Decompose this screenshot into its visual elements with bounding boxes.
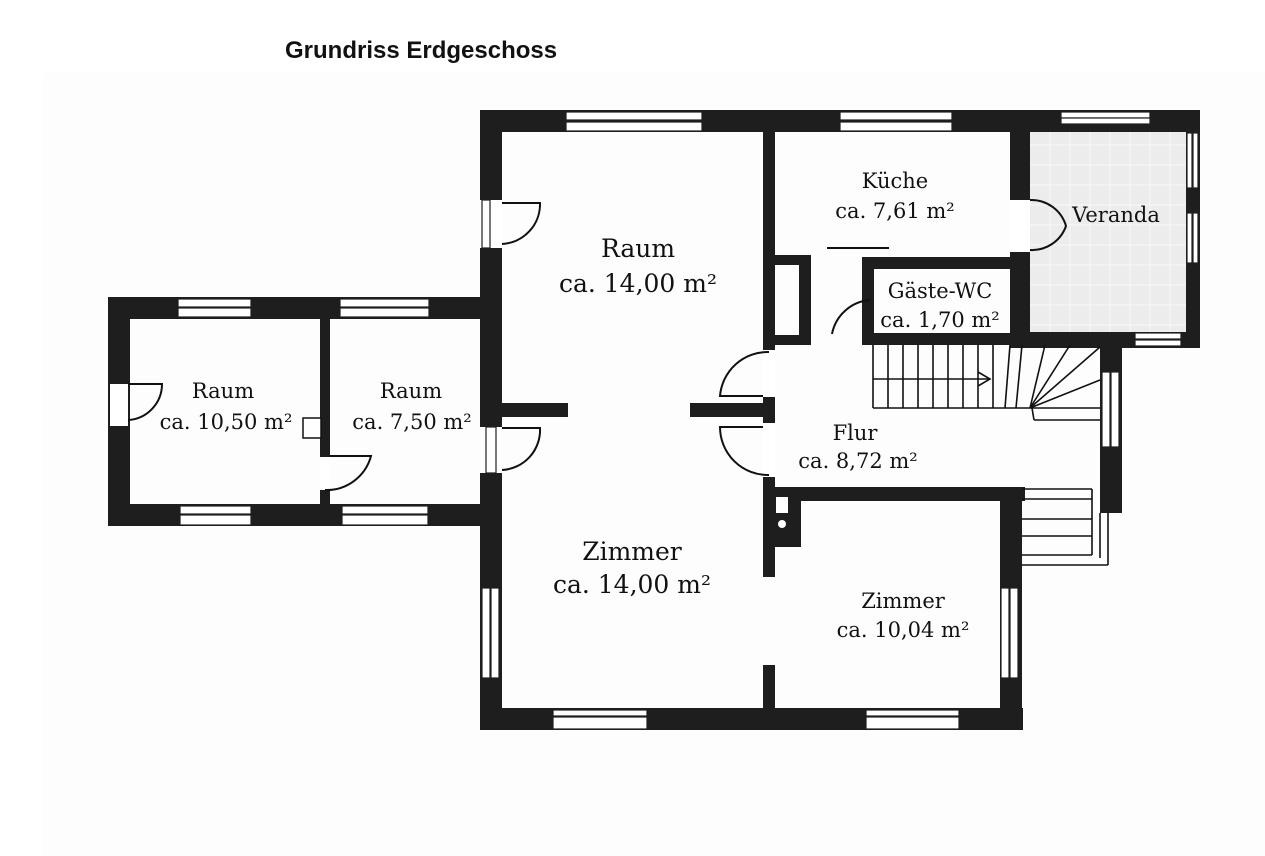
windows [177,111,1199,730]
room-flur: Flur ca. 8,72 m² [798,421,917,473]
room-area: ca. 7,61 m² [835,199,954,223]
room-zimmer-main: Zimmer ca. 14,00 m² [553,537,711,599]
room-name: Zimmer [861,589,946,613]
room-raum-left: Raum ca. 10,50 m² [160,379,293,434]
veranda-tiles [1030,125,1186,332]
room-name: Veranda [1071,203,1160,227]
room-name: Raum [380,379,442,403]
sink-icon [302,417,322,439]
doors [110,198,1068,492]
room-raum-main: Raum ca. 14,00 m² [559,234,717,298]
walls [108,110,1200,730]
room-area: ca. 8,72 m² [798,449,917,473]
room-kueche: Küche ca. 7,61 m² [835,169,954,223]
page-title: Grundriss Erdgeschoss [285,37,558,64]
room-name: Zimmer [582,537,682,566]
room-veranda: Veranda [1071,203,1160,227]
room-name: Raum [601,234,675,263]
staircase [872,344,1109,566]
room-zimmer-small: Zimmer ca. 10,04 m² [837,589,970,642]
room-area: ca. 7,50 m² [352,410,471,434]
room-area: ca. 14,00 m² [559,269,717,298]
room-area: ca. 10,50 m² [160,410,293,434]
room-area: ca. 10,04 m² [837,618,970,642]
veranda-floor [1030,125,1186,332]
room-raum-mid: Raum ca. 7,50 m² [352,379,471,434]
room-name: Raum [192,379,254,403]
chimney-flue [776,497,788,513]
room-gaeste-wc: Gäste-WC ca. 1,70 m² [880,279,999,332]
room-area: ca. 1,70 m² [880,308,999,332]
chimney-vent [778,520,786,528]
room-name: Küche [862,169,928,193]
room-area: ca. 14,00 m² [553,570,711,599]
room-name: Flur [833,421,879,445]
room-name: Gäste-WC [888,279,993,303]
